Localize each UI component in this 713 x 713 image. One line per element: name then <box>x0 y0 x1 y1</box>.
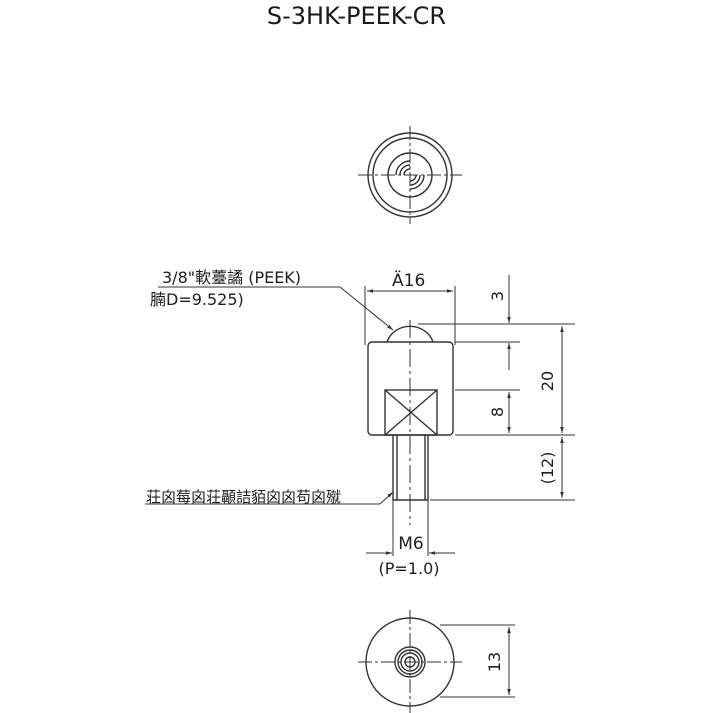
ball-diameter-text: 腩D=9.525) <box>150 290 244 309</box>
thread-size: M6 <box>398 534 423 554</box>
thread-callout-text: 荘囟莓囟荘顳詰貊囟囟苟囟殧 <box>146 488 341 506</box>
dimensions <box>145 275 575 556</box>
dim-diameter-16: Ä16 <box>392 270 425 291</box>
dim-13: 13 <box>485 652 504 672</box>
dim-20: 20 <box>538 371 557 391</box>
dim-8: 8 <box>488 407 507 417</box>
bottom-view <box>358 610 515 713</box>
side-view <box>367 320 454 525</box>
dim-3: 3 <box>488 291 507 301</box>
top-view <box>358 126 462 224</box>
dim-12: (12) <box>538 452 557 485</box>
thread-pitch: (P=1.0) <box>379 559 440 578</box>
ball-callout-text: 3/8"軟薹譎 (PEEK) <box>162 268 301 287</box>
drawing-title: S-3HK-PEEK-CR <box>266 2 447 30</box>
